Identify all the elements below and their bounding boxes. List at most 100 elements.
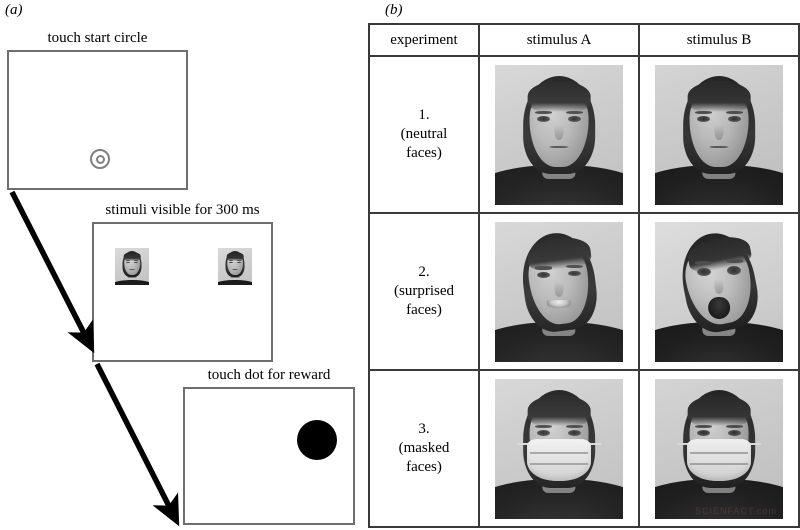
table-row: 1. (neutral faces): [368, 55, 800, 214]
step-2-caption: stimuli visible for 300 ms: [105, 202, 260, 218]
brow-right: [726, 110, 743, 115]
thumb-eye-left: [126, 261, 130, 264]
brow-left: [695, 260, 712, 265]
stimulus-thumbnail-left[interactable]: [115, 248, 149, 285]
nose: [554, 124, 564, 141]
thumb-mouth: [129, 269, 135, 271]
brow-right: [726, 424, 743, 429]
thumb-brow-right: [133, 260, 139, 262]
nose: [714, 124, 724, 141]
column-header-stimulus-b: stimulus B: [638, 23, 800, 57]
mouth-smile: [546, 299, 572, 309]
row-label-experiment-3: 3. (masked faces): [368, 369, 480, 528]
nose: [714, 278, 724, 295]
photo-surprised-face-b[interactable]: [655, 221, 783, 362]
mouth-open: [708, 297, 730, 320]
row-3-condition-line1: (masked: [398, 440, 450, 457]
thumb-mouth: [232, 269, 238, 271]
screen-stimuli-visible[interactable]: [92, 222, 273, 362]
image-watermark: SCIENFACT.com: [694, 505, 777, 516]
thumb-brow-left: [125, 260, 131, 262]
thumb-brow-right: [236, 260, 242, 262]
thumb-hair-front: [123, 252, 141, 261]
arrow-step2-to-step3: [94, 362, 180, 527]
thumb-eye-right: [237, 261, 241, 264]
row-1-condition-line2: faces): [406, 144, 442, 161]
thumb-hair-front: [226, 252, 244, 261]
photo-masked-face-a[interactable]: [495, 378, 623, 519]
row-1-condition-line1: (neutral: [400, 126, 448, 143]
photo-masked-face-b[interactable]: SCIENFACT.com: [655, 378, 783, 519]
eye-right: [567, 270, 581, 277]
thumb-brow-left: [228, 260, 234, 262]
mouth-neutral: [709, 145, 729, 149]
eye-right: [727, 430, 741, 437]
bullseye-start-circle-icon[interactable]: [90, 149, 110, 169]
brow-left: [535, 266, 552, 270]
table-row: 3. (masked faces): [368, 369, 800, 528]
step-1-caption: touch start circle: [47, 30, 148, 46]
brow-left: [535, 110, 552, 115]
hair-front: [527, 395, 591, 427]
stimulus-thumbnail-right[interactable]: [218, 248, 252, 285]
cell-row1-stimulus-a[interactable]: [478, 55, 640, 214]
eye-right: [727, 116, 741, 123]
thumb-shoulders: [218, 280, 252, 285]
eye-left: [537, 271, 551, 278]
eye-right: [567, 430, 581, 437]
photo-neutral-face-a[interactable]: [495, 64, 623, 205]
screen-touch-start-circle[interactable]: [7, 50, 188, 190]
row-label-experiment-2: 2. (surprised faces): [368, 212, 480, 371]
brow-right: [726, 259, 743, 264]
brow-right: [566, 264, 583, 269]
brow-left: [535, 424, 552, 429]
cell-row3-stimulus-b[interactable]: SCIENFACT.com: [638, 369, 800, 528]
surgical-mask-icon: [687, 438, 751, 481]
row-3-number: 3.: [418, 421, 430, 438]
cell-row2-stimulus-b[interactable]: [638, 212, 800, 371]
mouth-neutral: [549, 145, 569, 149]
eye-left: [537, 430, 551, 437]
row-2-condition-line1: (surprised: [394, 283, 454, 300]
eye-left: [697, 267, 712, 277]
brow-right: [566, 424, 583, 429]
row-2-condition-line2: faces): [406, 301, 442, 318]
thumb-eye-right: [134, 261, 138, 264]
hair-front: [687, 395, 751, 427]
table-header-row: experiment stimulus A stimulus B: [368, 23, 800, 57]
surgical-mask-icon: [527, 438, 591, 481]
column-header-experiment: experiment: [368, 23, 480, 57]
brow-right: [566, 110, 583, 115]
photo-surprised-face-a[interactable]: [495, 221, 623, 362]
thumb-shoulders: [115, 280, 149, 285]
cell-row2-stimulus-a[interactable]: [478, 212, 640, 371]
panel-b-label: (b): [385, 2, 403, 18]
step-3-caption: touch dot for reward: [207, 367, 331, 383]
eye-left: [697, 116, 711, 123]
thumb-eye-left: [229, 261, 233, 264]
screen-touch-dot-for-reward[interactable]: [183, 387, 355, 525]
eye-right: [567, 116, 581, 123]
stimulus-table: experiment stimulus A stimulus B 1. (neu…: [368, 23, 800, 528]
row-1-number: 1.: [418, 107, 430, 124]
column-header-stimulus-a: stimulus A: [478, 23, 640, 57]
arrow-step1-to-step2: [9, 190, 95, 354]
cell-row3-stimulus-a[interactable]: [478, 369, 640, 528]
mask-strap-left: [676, 442, 698, 446]
nose: [554, 281, 564, 298]
row-2-number: 2.: [418, 264, 430, 281]
brow-left: [695, 110, 712, 115]
eye-right: [726, 266, 741, 275]
mask-strap-left: [516, 442, 538, 446]
black-reward-dot-icon[interactable]: [297, 420, 337, 460]
photo-neutral-face-b[interactable]: [655, 64, 783, 205]
table-row: 2. (surprised faces): [368, 212, 800, 371]
row-3-condition-line2: faces): [406, 458, 442, 475]
hair-front: [527, 81, 591, 113]
brow-left: [695, 424, 712, 429]
eye-left: [537, 116, 551, 123]
mask-strap-right: [740, 442, 762, 446]
panel-a-label: (a): [5, 2, 23, 18]
cell-row1-stimulus-b[interactable]: [638, 55, 800, 214]
row-label-experiment-1: 1. (neutral faces): [368, 55, 480, 214]
